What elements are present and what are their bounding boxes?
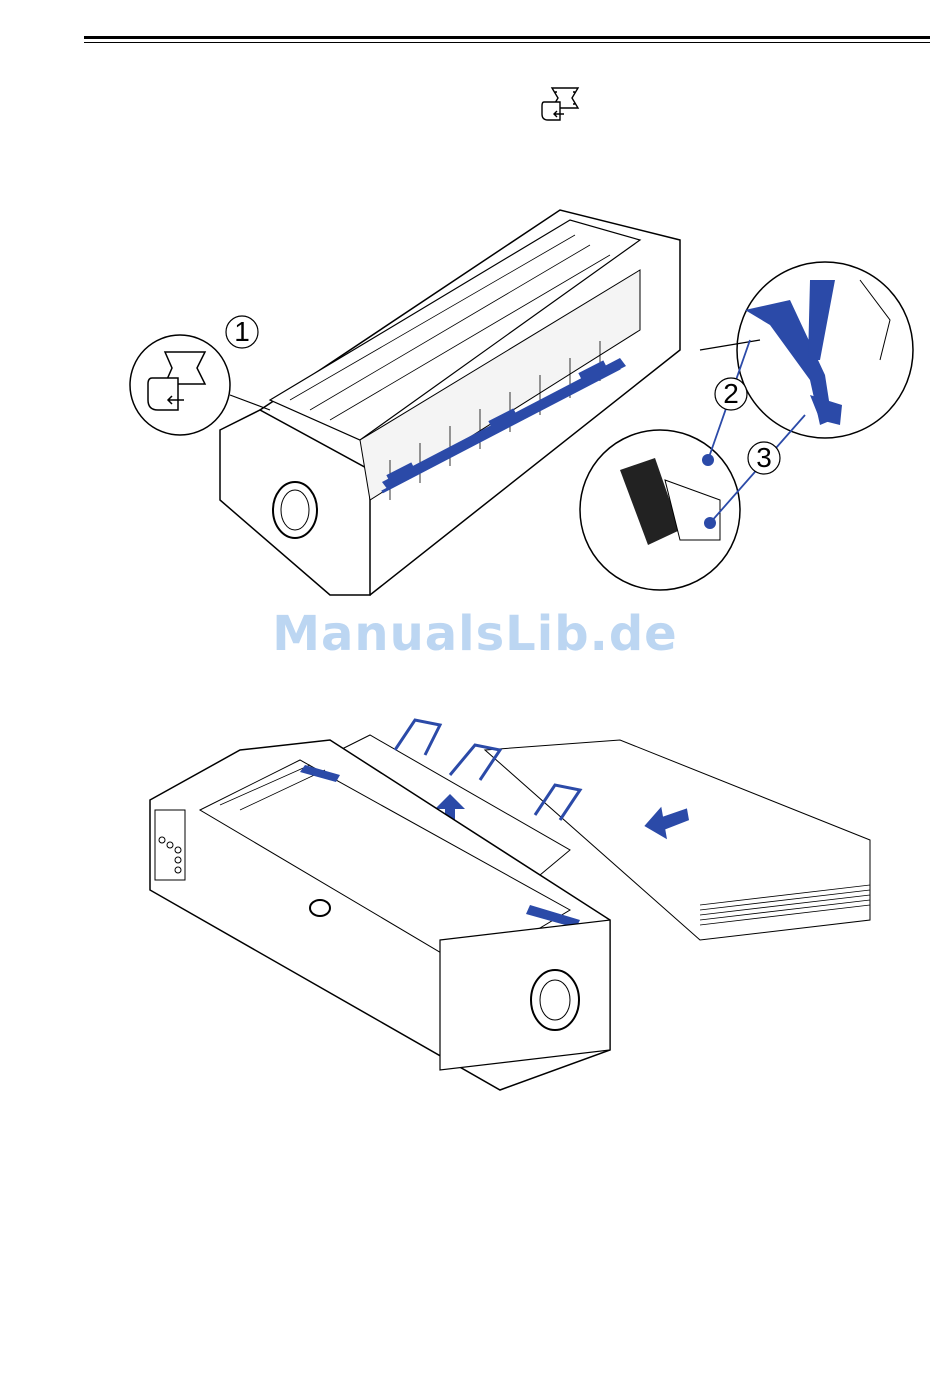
header-rule-thin [84,42,930,43]
callout-3: 3 [753,442,775,474]
watermark: ManualsLib.de [0,606,950,662]
header-rule-thick [84,36,930,39]
printer-paper-feed-figure [140,710,880,1100]
callout-2: 2 [720,378,742,410]
printer-tractor-figure [120,200,900,610]
callout-1: 1 [231,316,253,348]
paper-feed-icon [538,86,582,126]
